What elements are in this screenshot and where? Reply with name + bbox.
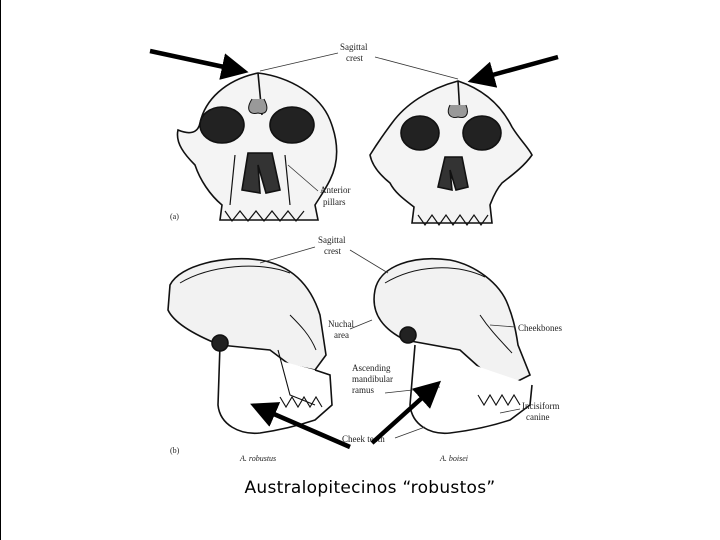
label-sagittal-crest-bottom-2: crest [324,246,341,256]
label-nuchal-area-2: area [334,330,349,340]
arrow-bottom-left [250,402,351,450]
arrow-top-right [467,54,559,88]
arrow-top-left [149,48,249,80]
skull-lateral-left [167,257,333,434]
label-sagittal-crest-bottom: Sagittal [318,235,346,245]
skull-front-right [369,80,533,227]
arrow-bottom-right [370,380,442,445]
label-panel-a: (a) [170,212,179,221]
label-anterior-pillars-2: pillars [323,197,346,207]
label-cheekbones: Cheekbones [518,323,562,333]
label-incisiform-canine-2: canine [526,412,549,422]
label-ascending-ramus: Ascending [352,363,391,373]
left-border-line [0,0,1,540]
skull-front-left [176,72,338,223]
label-sagittal-crest-top-2: crest [346,53,363,63]
label-species-left: A. robustus [239,454,276,463]
label-panel-b: (b) [170,446,180,455]
label-nuchal-area: Nuchal [328,319,354,329]
leader-lines-a [259,52,459,192]
label-ascending-ramus-2: mandibular [352,374,393,384]
skull-lateral-right [373,258,533,434]
label-incisiform-canine: Incisiform [522,401,560,411]
label-sagittal-crest-top: Sagittal [340,42,368,52]
label-ascending-ramus-3: ramus [352,385,374,395]
leader-lines-b [259,246,521,439]
label-anterior-pillars: Anterior [320,185,351,195]
caption: Australopitecinos “robustos” [244,478,496,498]
label-species-right: A. boisei [439,454,468,463]
skull-figure: Sagittal crest Anterior pillars (a) Sagi… [140,15,600,470]
label-cheek-teeth: Cheek teeth [342,434,385,444]
